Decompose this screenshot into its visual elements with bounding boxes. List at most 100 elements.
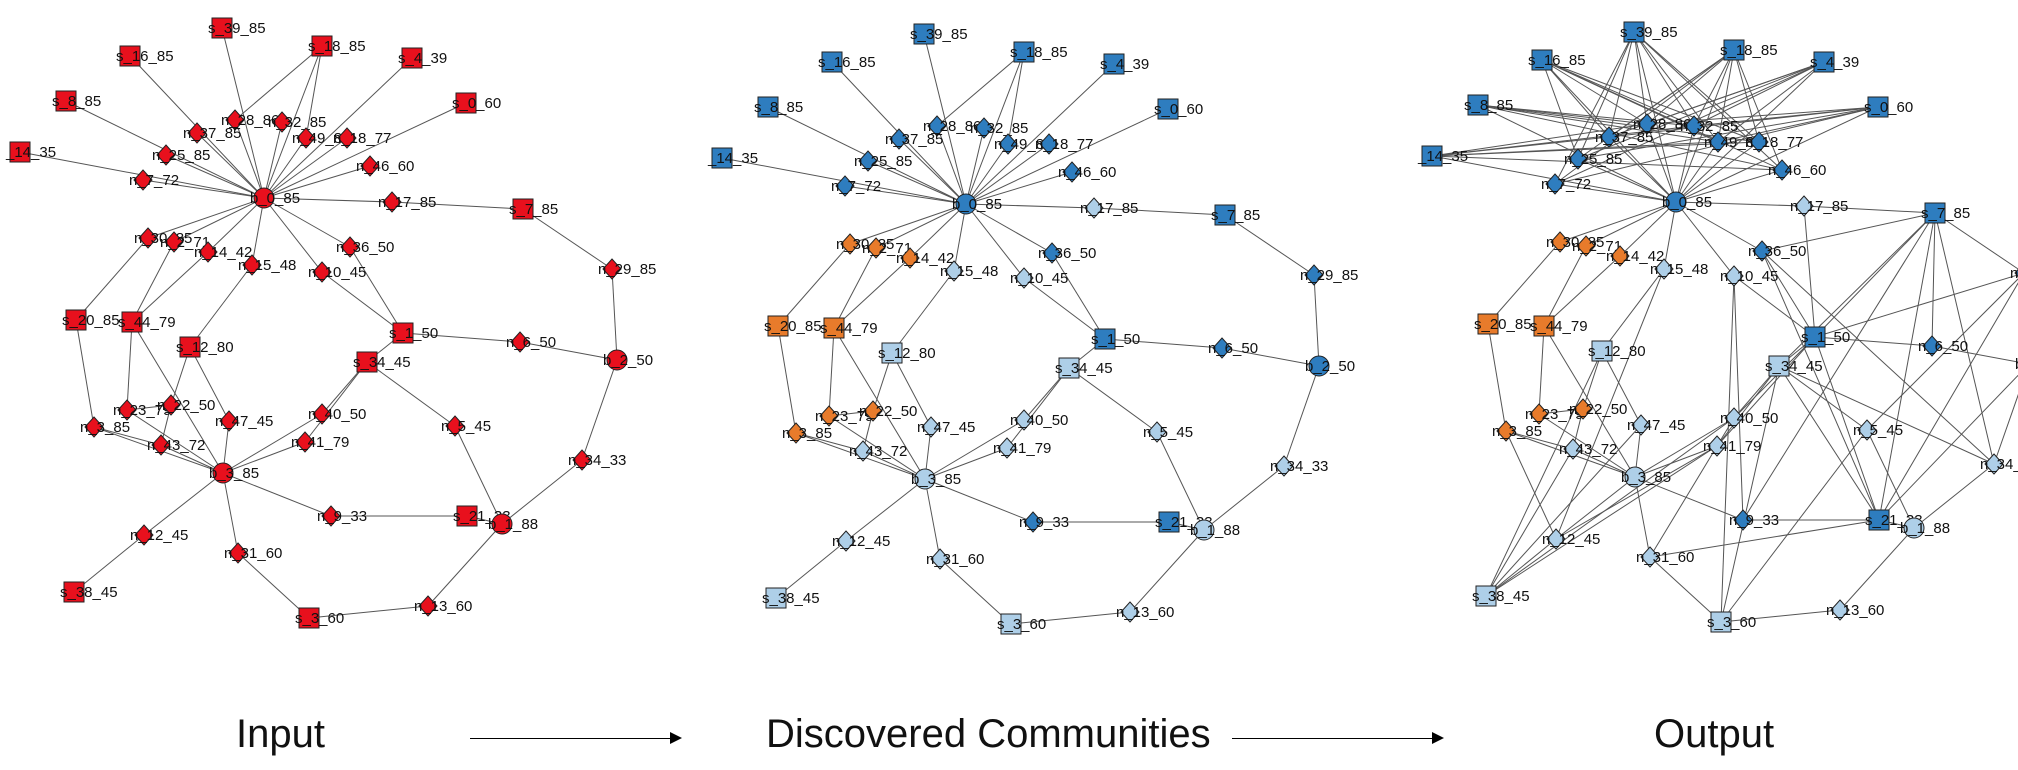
edge-s_44-n_14	[131, 251, 209, 323]
node-n_23: n_23_79	[113, 399, 171, 421]
edge-n_41-n_12	[1555, 445, 1718, 540]
node-label-n_23: n_23_79	[1525, 406, 1583, 423]
node-diamond-n_40	[312, 403, 332, 425]
node-n_6: n_6_50	[506, 331, 556, 353]
edge-b_3-n_43	[862, 450, 926, 480]
node-square-s_44	[121, 311, 143, 333]
edge-s_38-s_12	[1485, 350, 1603, 597]
node-n_2: n_2_71	[862, 237, 912, 259]
edge-b_0-n_18	[965, 143, 1050, 205]
edge-b_0-n_28	[936, 125, 967, 205]
node-diamond-n_47	[1631, 414, 1651, 436]
node-label-s_8: s_8_85	[754, 99, 803, 116]
edge-b_0-n_14	[207, 197, 265, 253]
edge-b_0-n_28	[1646, 123, 1677, 203]
node-n_22: n_22_50	[859, 400, 917, 422]
edge-s_1-n_36	[1761, 250, 1816, 338]
node-n_43: n_43_72	[849, 440, 907, 462]
edge-n_31-b_3	[924, 478, 941, 560]
node-n_6: n_6_50	[1208, 337, 1258, 359]
node-circle-b_2	[606, 349, 628, 371]
edge-n_15-n_12	[1555, 268, 1665, 540]
node-square-s_1	[1094, 328, 1116, 350]
node-b_0: b_0_85	[952, 193, 1002, 215]
node-diamond-n_36	[340, 236, 360, 258]
node-label-b_3: b_3_85	[209, 465, 259, 482]
node-label-n_14: n_14_42	[896, 250, 954, 267]
node-label-s_44: s_44_79	[1530, 318, 1588, 335]
node-s_4: s_4_39	[1810, 51, 1859, 73]
edge-s_1-n_36	[349, 246, 404, 334]
edge-n_23-s_44	[126, 321, 133, 411]
edge-n_13-s_3	[1720, 609, 1841, 623]
node-diamond-n_25	[1568, 148, 1588, 170]
node-n_40: n_40_50	[308, 403, 366, 425]
edge-s_39-n_7	[1554, 31, 1635, 185]
edge-n_40-s_38	[1485, 417, 1735, 597]
node-n_2: n_2_71	[1572, 235, 1622, 257]
node-n_17: n_17_85	[1790, 195, 1848, 217]
node-label-s_16: s_16_85	[818, 54, 876, 71]
node-s_7: s_7_85	[509, 198, 558, 220]
node-b_3: b_3_85	[911, 468, 961, 490]
node-n_32: n_32_85	[1680, 115, 1738, 137]
edge-n_12-n_3	[1505, 430, 1557, 540]
nodes: s_39_85s_16_85s_18_85s_4_39s_0_60s_8_85_…	[707, 23, 1358, 635]
node-n_41: n_41_79	[291, 431, 349, 453]
node-label-n_31: n_31_60	[1636, 549, 1694, 566]
node-label-s_7: s_7_85	[1211, 207, 1260, 224]
edge-b_0-n_2	[173, 197, 265, 243]
node-circle-b_3	[914, 468, 936, 490]
node-diamond-n_28	[1637, 113, 1657, 135]
node-square-s_14	[711, 147, 733, 169]
node-label-n_43: n_43_72	[849, 443, 907, 460]
node-square-s_20	[767, 315, 789, 337]
node-diamond-n_41	[295, 431, 315, 453]
edge-n_6-s_1	[1104, 338, 1223, 349]
node-s_44: s_44_79	[1530, 315, 1588, 337]
edge-n_43-n_3	[1505, 430, 1574, 450]
node-n_13: n_13_60	[1116, 601, 1174, 623]
node-diamond-n_3	[786, 422, 806, 444]
node-n_18: n_18_77	[1745, 131, 1803, 153]
node-s_3: s_3_60	[1707, 611, 1756, 633]
node-label-s_16: s_16_85	[116, 48, 174, 65]
edge-b_0-n_10	[965, 203, 1025, 279]
edge-n_47-s_12	[1601, 350, 1642, 426]
node-square-s_8	[757, 96, 779, 118]
edge-b_3-n_23	[828, 415, 926, 480]
node-s_14: _14_35	[1417, 145, 1468, 167]
node-label-s_7: s_7_85	[1921, 205, 1970, 222]
edge-n_13-s_3	[308, 605, 429, 619]
node-b_2: b_2_50	[2015, 356, 2018, 373]
node-b_0: b_0_85	[250, 187, 300, 209]
node-n_47: n_47_45	[1627, 414, 1685, 436]
node-diamond-n_47	[219, 410, 239, 432]
node-s_12: s_12_80	[878, 342, 936, 364]
node-label-n_46: n_46_60	[1058, 164, 1116, 181]
node-n_36: n_36_50	[1038, 242, 1096, 264]
edge-s_7-n_29	[1934, 212, 2018, 270]
node-label-n_25: n_25_85	[152, 147, 210, 164]
edge-s_14-n_46	[1431, 155, 1783, 171]
node-n_2: n_2_71	[160, 231, 210, 253]
node-square-s_12	[179, 336, 201, 358]
node-n_29: n_29_85	[598, 258, 656, 280]
node-label-n_40: n_40_50	[1010, 412, 1068, 429]
node-diamond-n_7	[835, 175, 855, 197]
edge-n_29-s_1	[1814, 274, 2018, 338]
arrow-communities-to-output	[1232, 732, 1444, 744]
node-s_20: s_20_85	[62, 309, 120, 331]
edge-b_0-n_17	[263, 197, 393, 203]
node-label-b_3: b_3_85	[1621, 469, 1671, 486]
edge-b_3-n_43	[160, 444, 224, 474]
node-label-s_0: s_0_60	[1154, 101, 1203, 118]
node-label-b_1: b_1_88	[1190, 522, 1240, 539]
node-n_23: n_23_79	[815, 405, 873, 427]
edge-s_18-n_28	[936, 51, 1025, 127]
node-label-n_22: n_22_50	[157, 397, 215, 414]
edge-b_0-s_4	[1675, 61, 1825, 203]
node-s_1: s_1_50	[389, 322, 438, 344]
node-label-n_15: n_15_48	[238, 257, 296, 274]
node-n_47: n_47_45	[215, 410, 273, 432]
